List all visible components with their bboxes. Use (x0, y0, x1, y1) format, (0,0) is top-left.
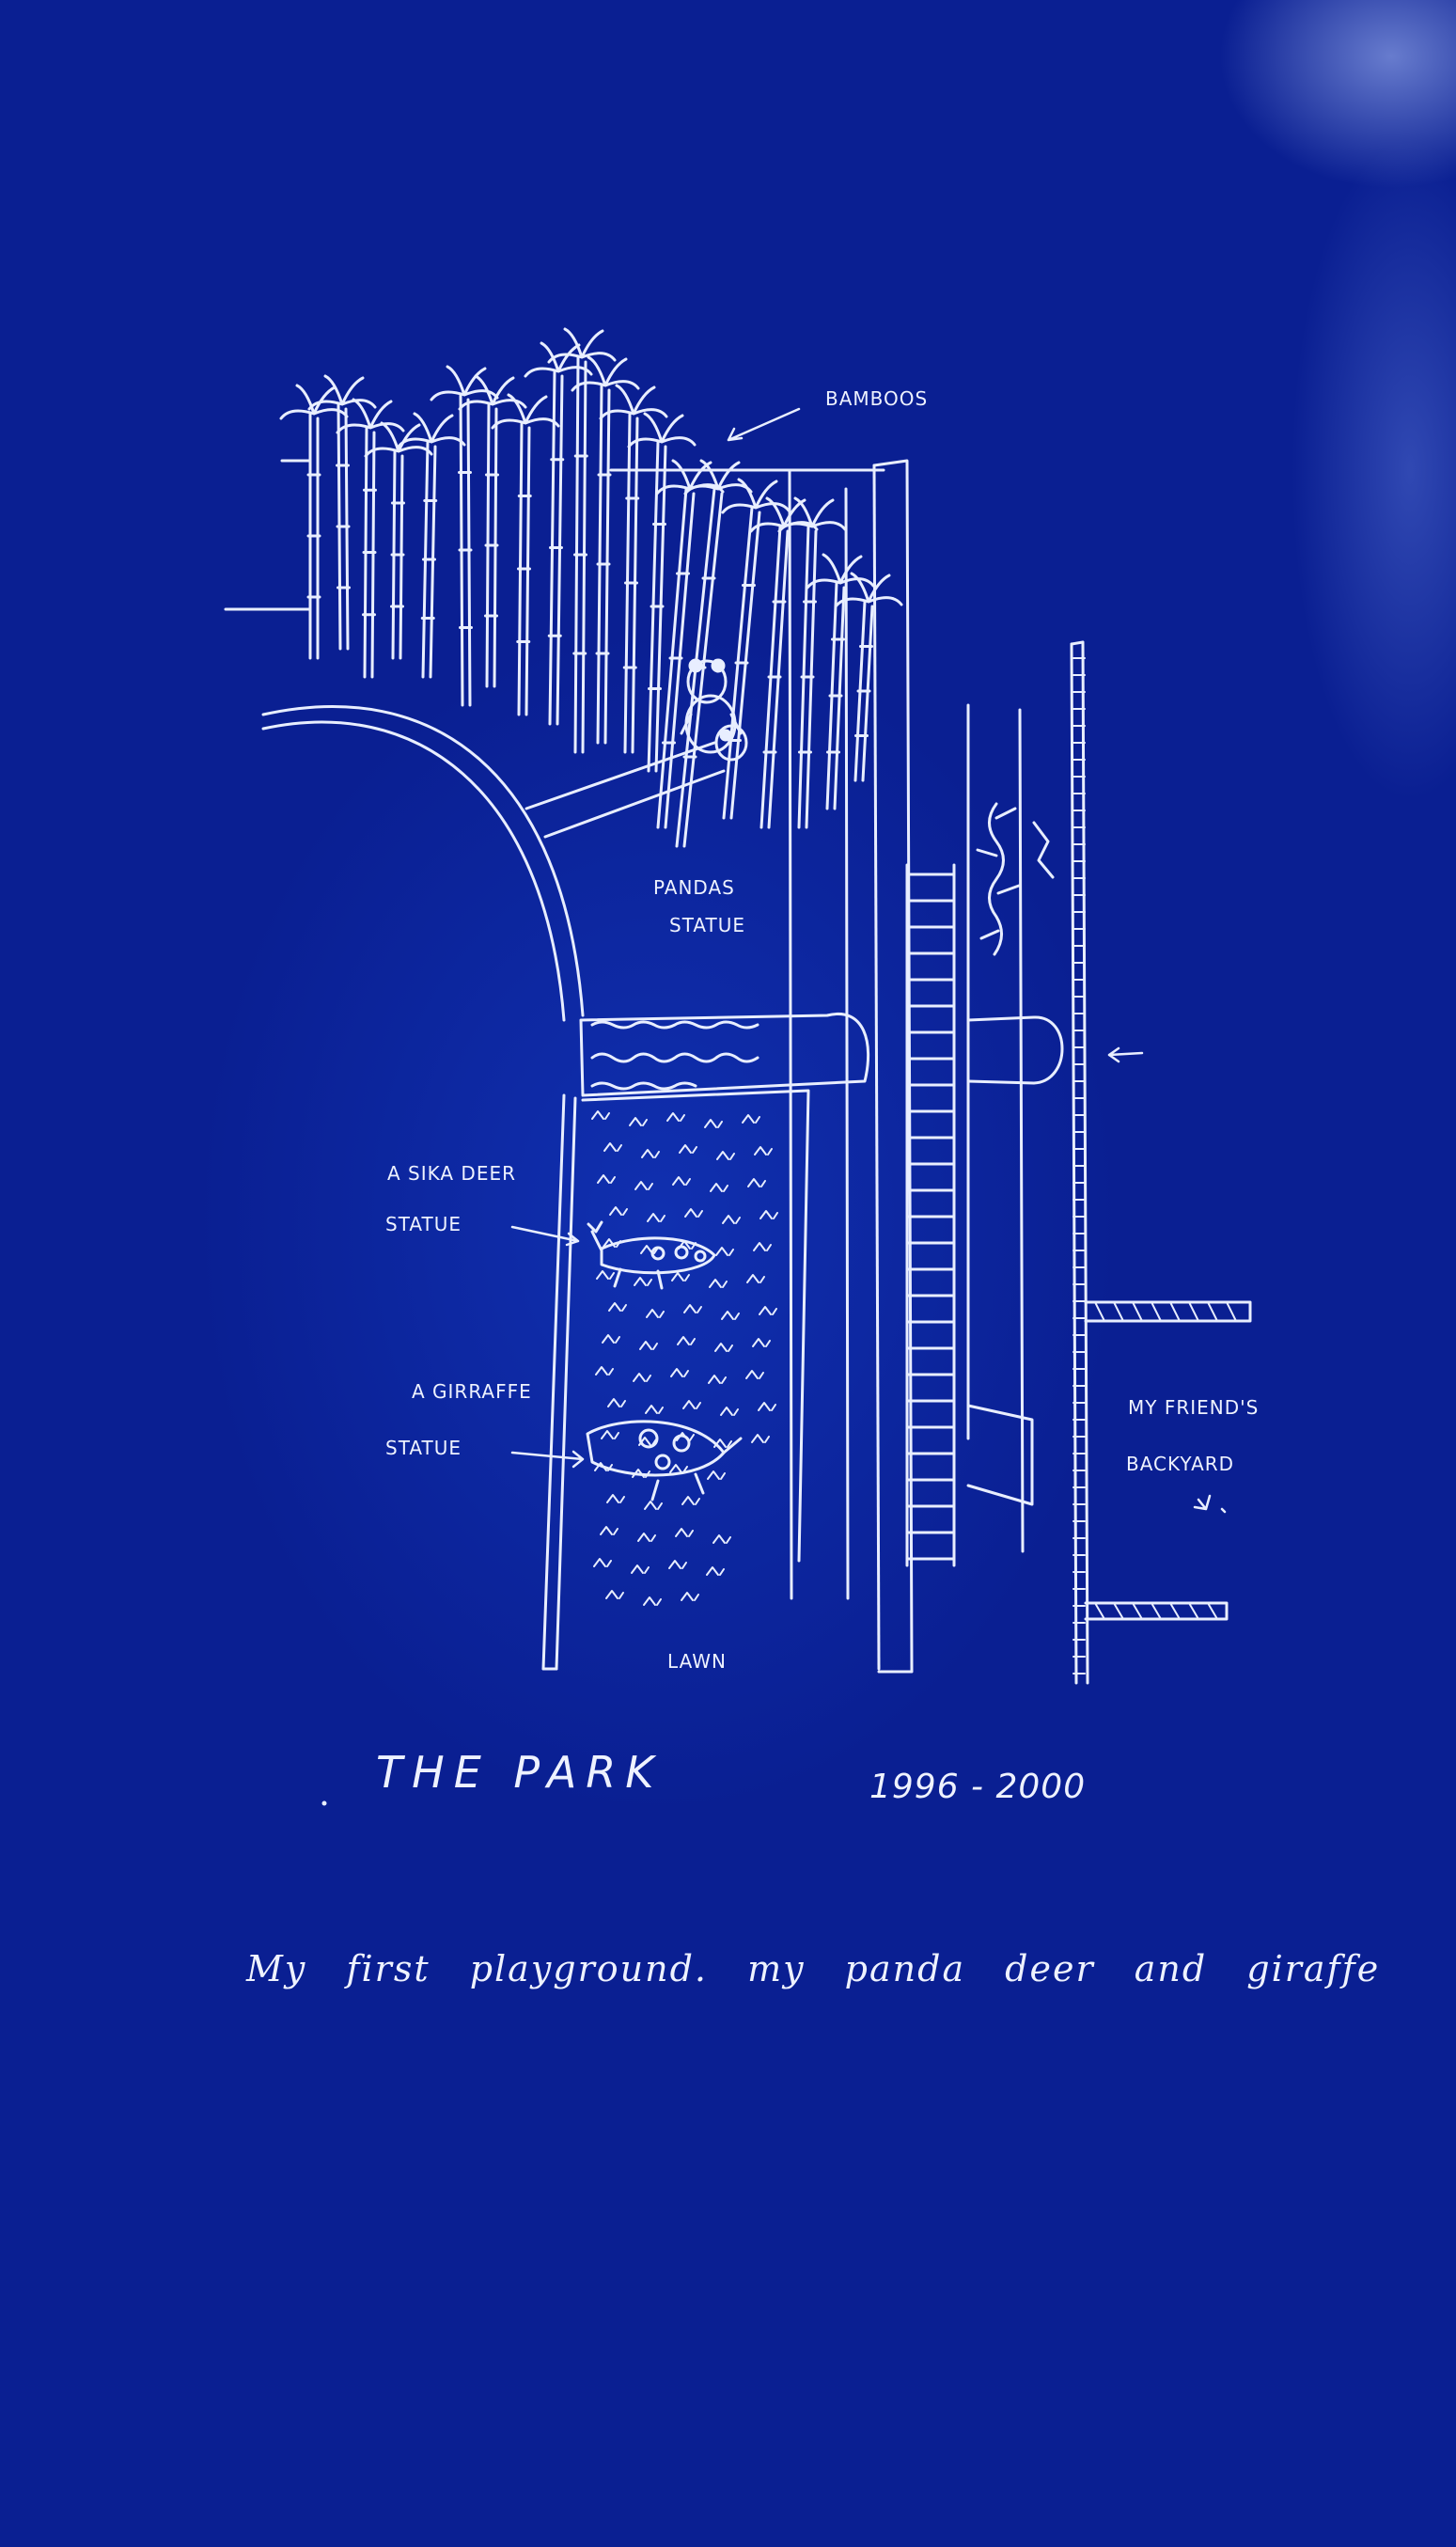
map-title: THE PARK (376, 1747, 664, 1798)
giraffe-arrow (510, 1450, 585, 1469)
giraffe-label-line2: STATUE (385, 1437, 462, 1459)
friends-backyard-label-line2: BACKYARD (1126, 1453, 1235, 1475)
map-caption: My first playground. my panda deer and g… (246, 1948, 1381, 1989)
road (788, 459, 914, 1674)
sika-deer-label-line1: A SIKA DEER (387, 1162, 517, 1185)
curved-path (261, 705, 726, 1022)
side-path (966, 703, 1064, 1553)
rail-track (905, 863, 956, 1567)
deer-arrow (510, 1225, 580, 1247)
giraffe-statue (586, 1420, 743, 1501)
ivy-plant (976, 802, 1055, 956)
bamboos-label: BAMBOOS (825, 387, 929, 410)
lawn-label: LAWN (667, 1650, 727, 1673)
fence (1070, 640, 1089, 1685)
pandas-statue-label-line1: PANDAS (653, 876, 735, 899)
backyard-arrow (1193, 1494, 1227, 1514)
panda-statue (680, 658, 748, 762)
label-arrows (510, 407, 1227, 1514)
sika-deer-label-line2: STATUE (385, 1213, 462, 1235)
lawn-area (541, 1089, 810, 1671)
giraffe-label-line1: A GIRRAFFE (412, 1380, 532, 1403)
fence-arrow (1107, 1046, 1144, 1063)
friends-backyard-label-line1: MY FRIEND'S (1128, 1396, 1260, 1419)
bamboo-grove (224, 327, 903, 848)
map-years: 1996 - 2000 (869, 1768, 1087, 1806)
cobblestone-bridge (579, 1013, 870, 1097)
backyard-walls (1084, 1300, 1252, 1621)
pandas-statue-label-line2: STATUE (669, 914, 745, 936)
sika-deer-statue (587, 1220, 716, 1290)
bamboos-arrow (727, 407, 801, 442)
